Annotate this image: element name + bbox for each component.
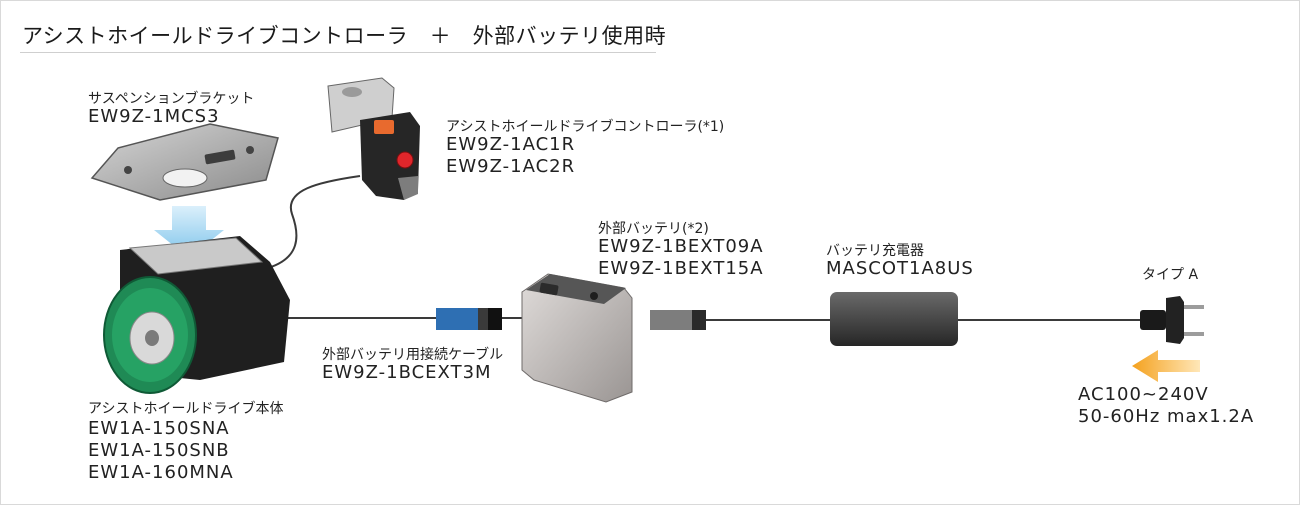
- left-arrow-icon: [1132, 350, 1200, 382]
- controller-model-1: EW9Z-1AC1R: [446, 134, 576, 155]
- cable-label: 外部バッテリ用接続ケーブル: [322, 347, 504, 363]
- drive-model-1: EW1A-150SNA: [88, 418, 230, 439]
- page-title: アシストホイールドライブコントローラ ＋ 外部バッテリ使用時: [22, 24, 667, 48]
- controller-image: [327, 77, 420, 200]
- cable-connector-image: [436, 308, 502, 330]
- controller-cable: [267, 175, 361, 269]
- external-battery-image: [521, 273, 633, 403]
- power-spec-line-1: AC100~240V: [1078, 384, 1209, 405]
- battery-model-2: EW9Z-1BEXT15A: [598, 258, 764, 279]
- drive-model-2: EW1A-150SNB: [88, 440, 230, 461]
- bracket-label: サスペンションブラケット: [88, 91, 255, 107]
- wheel-drive-image: [103, 236, 290, 394]
- battery-label: 外部バッテリ(*2): [598, 221, 709, 237]
- cable-model: EW9Z-1BCEXT3M: [322, 362, 492, 383]
- wires: [267, 175, 1140, 321]
- drive-label: アシストホイールドライブ本体: [88, 401, 284, 417]
- power-spec-line-2: 50-60Hz max1.2A: [1078, 406, 1255, 427]
- charger-image: [830, 292, 958, 346]
- suspension-bracket-image: [90, 123, 279, 201]
- controller-model-2: EW9Z-1AC2R: [446, 156, 576, 177]
- controller-label: アシストホイールドライブコントローラ(*1): [446, 119, 725, 135]
- title-divider: [20, 52, 656, 53]
- plug-icon: [1140, 296, 1204, 344]
- bracket-model: EW9Z-1MCS3: [88, 106, 220, 127]
- charger-model: MASCOT1A8US: [826, 258, 974, 279]
- battery-model-1: EW9Z-1BEXT09A: [598, 236, 764, 257]
- battery-connector-image: [650, 310, 706, 330]
- plug-type-label: タイプ A: [1142, 267, 1199, 283]
- charger-label: バッテリ充電器: [826, 243, 924, 259]
- down-arrow-icon: [154, 206, 224, 258]
- drive-model-3: EW1A-160MNA: [88, 462, 234, 483]
